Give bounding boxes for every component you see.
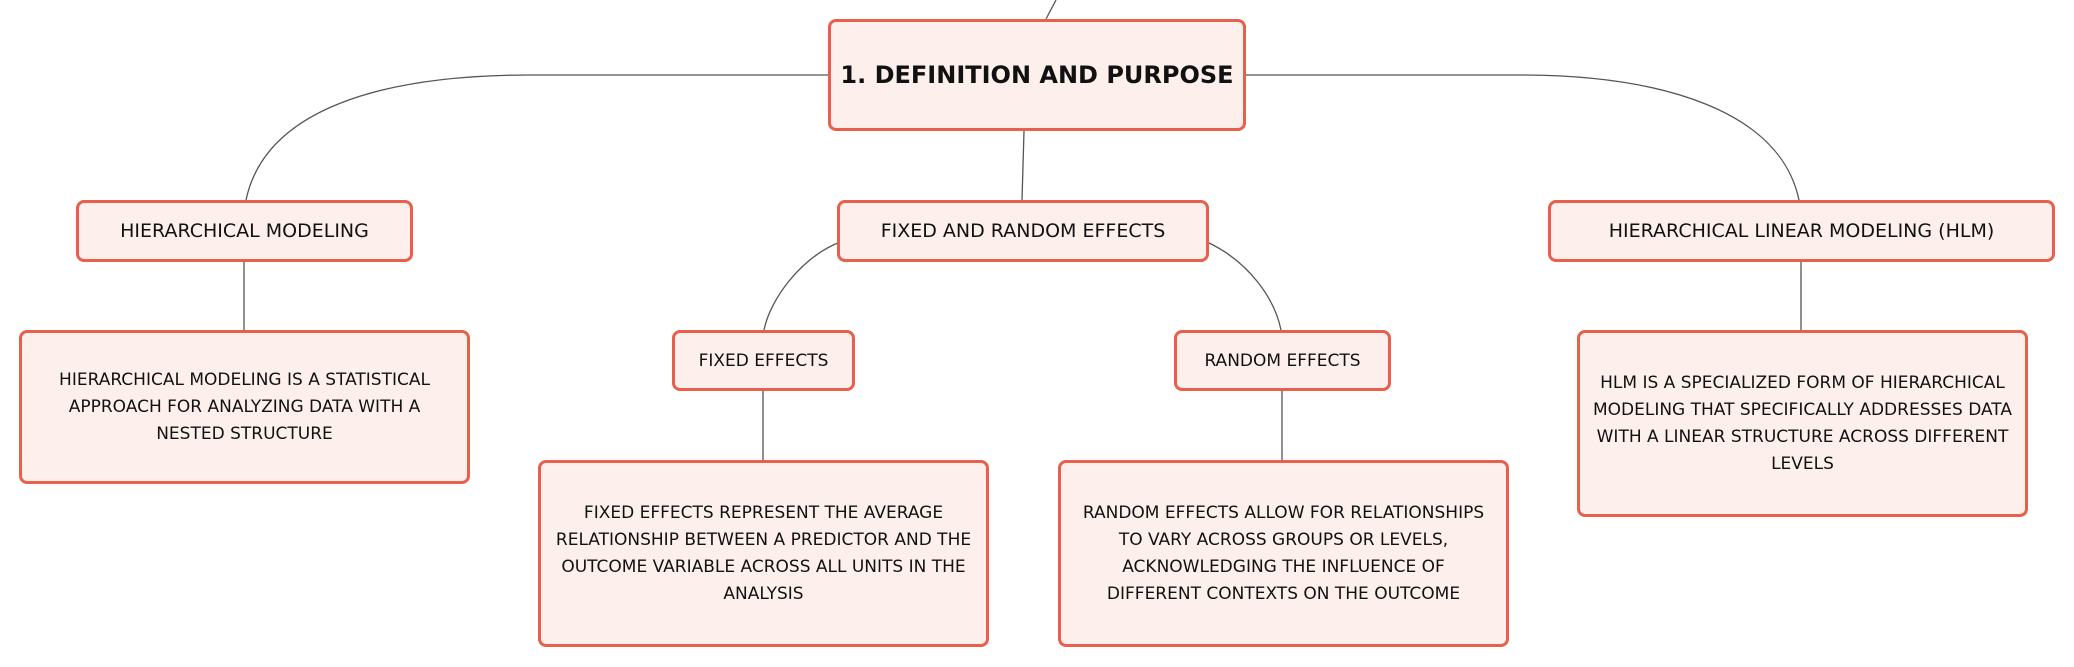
hierarchical-modeling-label: HIERARCHICAL MODELING bbox=[120, 220, 369, 242]
fixed-effects-description-node[interactable]: FIXED EFFECTS REPRESENT THE AVERAGE RELA… bbox=[538, 460, 989, 647]
connector-fre-to-random-effects bbox=[1206, 241, 1282, 331]
random-effects-description: RANDOM EFFECTS ALLOW FOR RELATIONSHIPS T… bbox=[1082, 502, 1485, 604]
fixed-effects-label: FIXED EFFECTS bbox=[698, 350, 829, 371]
hlm-label: HIERARCHICAL LINEAR MODELING (HLM) bbox=[1608, 220, 1995, 242]
fixed-and-random-effects-label: FIXED AND RANDOM EFFECTS bbox=[880, 220, 1166, 242]
hlm-description-node[interactable]: HLM IS A SPECIALIZED FORM OF HIERARCHICA… bbox=[1577, 330, 2028, 517]
random-effects-label: RANDOM EFFECTS bbox=[1204, 350, 1361, 371]
hlm-description: HLM IS A SPECIALIZED FORM OF HIERARCHICA… bbox=[1592, 372, 2013, 474]
connector-root-to-fixed-and-random bbox=[1021, 130, 1025, 201]
connector-root-to-hlm bbox=[1246, 74, 1800, 201]
hierarchical-modeling-description-node[interactable]: HIERARCHICAL MODELING IS A STATISTICAL A… bbox=[19, 330, 470, 484]
random-effects-node[interactable]: RANDOM EFFECTS bbox=[1174, 330, 1391, 391]
connector-parent-to-root bbox=[1045, 0, 1057, 20]
fixed-effects-node[interactable]: FIXED EFFECTS bbox=[672, 330, 855, 391]
fixed-and-random-effects-node[interactable]: FIXED AND RANDOM EFFECTS bbox=[837, 200, 1209, 262]
root-node[interactable]: 1. DEFINITION AND PURPOSE bbox=[828, 19, 1246, 131]
hierarchical-modeling-description: HIERARCHICAL MODELING IS A STATISTICAL A… bbox=[59, 369, 430, 444]
random-effects-description-node[interactable]: RANDOM EFFECTS ALLOW FOR RELATIONSHIPS T… bbox=[1058, 460, 1509, 647]
hierarchical-modeling-node[interactable]: HIERARCHICAL MODELING bbox=[76, 200, 413, 262]
connector-root-to-hierarchical-modeling bbox=[245, 74, 828, 201]
hlm-node[interactable]: HIERARCHICAL LINEAR MODELING (HLM) bbox=[1548, 200, 2055, 262]
connector-fre-to-fixed-effects bbox=[763, 241, 841, 331]
fixed-effects-description: FIXED EFFECTS REPRESENT THE AVERAGE RELA… bbox=[555, 502, 972, 604]
root-node-label: 1. DEFINITION AND PURPOSE bbox=[840, 61, 1234, 89]
